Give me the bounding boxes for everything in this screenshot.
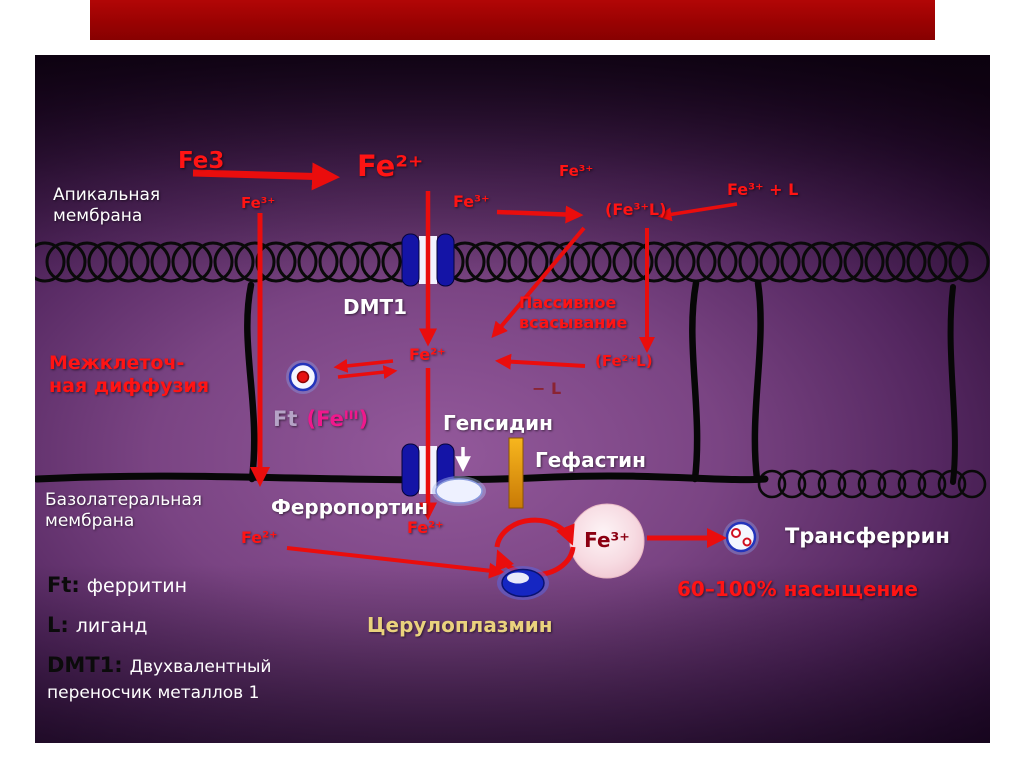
fe3-source-label: Fe3 [178, 148, 225, 174]
fe2-ligand-complex-label: (Fe²⁺L) [595, 352, 653, 370]
apical-membrane-coils [35, 241, 990, 283]
legend-dmt1-def: Двухвалентный [129, 657, 272, 677]
fe3-plus-ligand-label: Fe³⁺ + L [727, 180, 799, 199]
hepcidin-label: Гепсидин [443, 411, 553, 435]
diagram-graphics [35, 162, 990, 600]
passive-absorption-label: Пассивное всасывание [519, 293, 628, 332]
basolateral-membrane-label: Базолатеральная мембрана [45, 490, 203, 531]
legend-ferritin-def: ферритин [86, 575, 188, 597]
fe3-junction-label: Fe³⁺ [559, 162, 594, 180]
intercellular-diffusion-label: Межклеточ- ная диффузия [49, 352, 210, 398]
fe3-ligand-complex-label: (Fe³⁺L) [605, 200, 667, 219]
minus-ligand-label: − L [532, 379, 562, 398]
fe2-cell-label: Fe²⁺ [409, 345, 446, 364]
legend-dmt1-term: DMT1: [47, 653, 123, 677]
legend-ligand: L: лиганд [47, 613, 147, 639]
transferrin-icon [723, 519, 759, 555]
legend-ferritin: Ft: ферритин [47, 573, 187, 599]
hephaestin-label: Гефастин [535, 448, 646, 472]
ferritin-label: Ft (Feᴵᴵᴵ) [273, 407, 368, 433]
legend-dmt1-def-line2: переносчик металлов 1 [47, 683, 260, 703]
legend-ferritin-term: Ft: [47, 573, 80, 597]
fe2-bottom-mid-label: Fe²⁺ [407, 518, 444, 537]
fe3-left-label: Fe³⁺ [241, 194, 276, 212]
ferritin-abbr: Ft [273, 407, 298, 431]
fe2-bottom-left-label: Fe²⁺ [241, 528, 278, 547]
ferroportin-label: Ферропортин [271, 495, 429, 519]
apical-membrane-label: Апикальная мембрана [53, 185, 161, 226]
iron-absorption-diagram: Апикальная мембрана Fe3 Fe²⁺ Fe³⁺ Fe³⁺ F… [35, 55, 990, 743]
slide-title-bar [90, 0, 935, 40]
fe2-product-label: Fe²⁺ [357, 149, 424, 183]
fe3-mid-label: Fe³⁺ [453, 192, 490, 211]
hephaestin-bar-icon [508, 437, 524, 509]
cell-boundaries [35, 279, 958, 485]
ferritin-icon [286, 360, 320, 394]
dmt1-label: DMT1 [343, 295, 408, 319]
transferrin-label: Трансферрин [785, 524, 950, 548]
fe3-circle-label: Fe³⁺ [584, 528, 630, 552]
legend-ligand-term: L: [47, 613, 69, 637]
legend-ligand-def: лиганд [75, 615, 148, 637]
ferroportin-channel-icon [401, 443, 486, 506]
ceruloplasmin-icon [497, 566, 549, 600]
ferritin-feiii: (Feᴵᴵᴵ) [306, 407, 369, 431]
ceruloplasmin-label: Церулоплазмин [367, 613, 553, 637]
reaction-arrows [192, 162, 738, 579]
saturation-label: 60–100% насыщение [677, 577, 918, 601]
legend-dmt1: DMT1: Двухвалентный [47, 653, 271, 679]
